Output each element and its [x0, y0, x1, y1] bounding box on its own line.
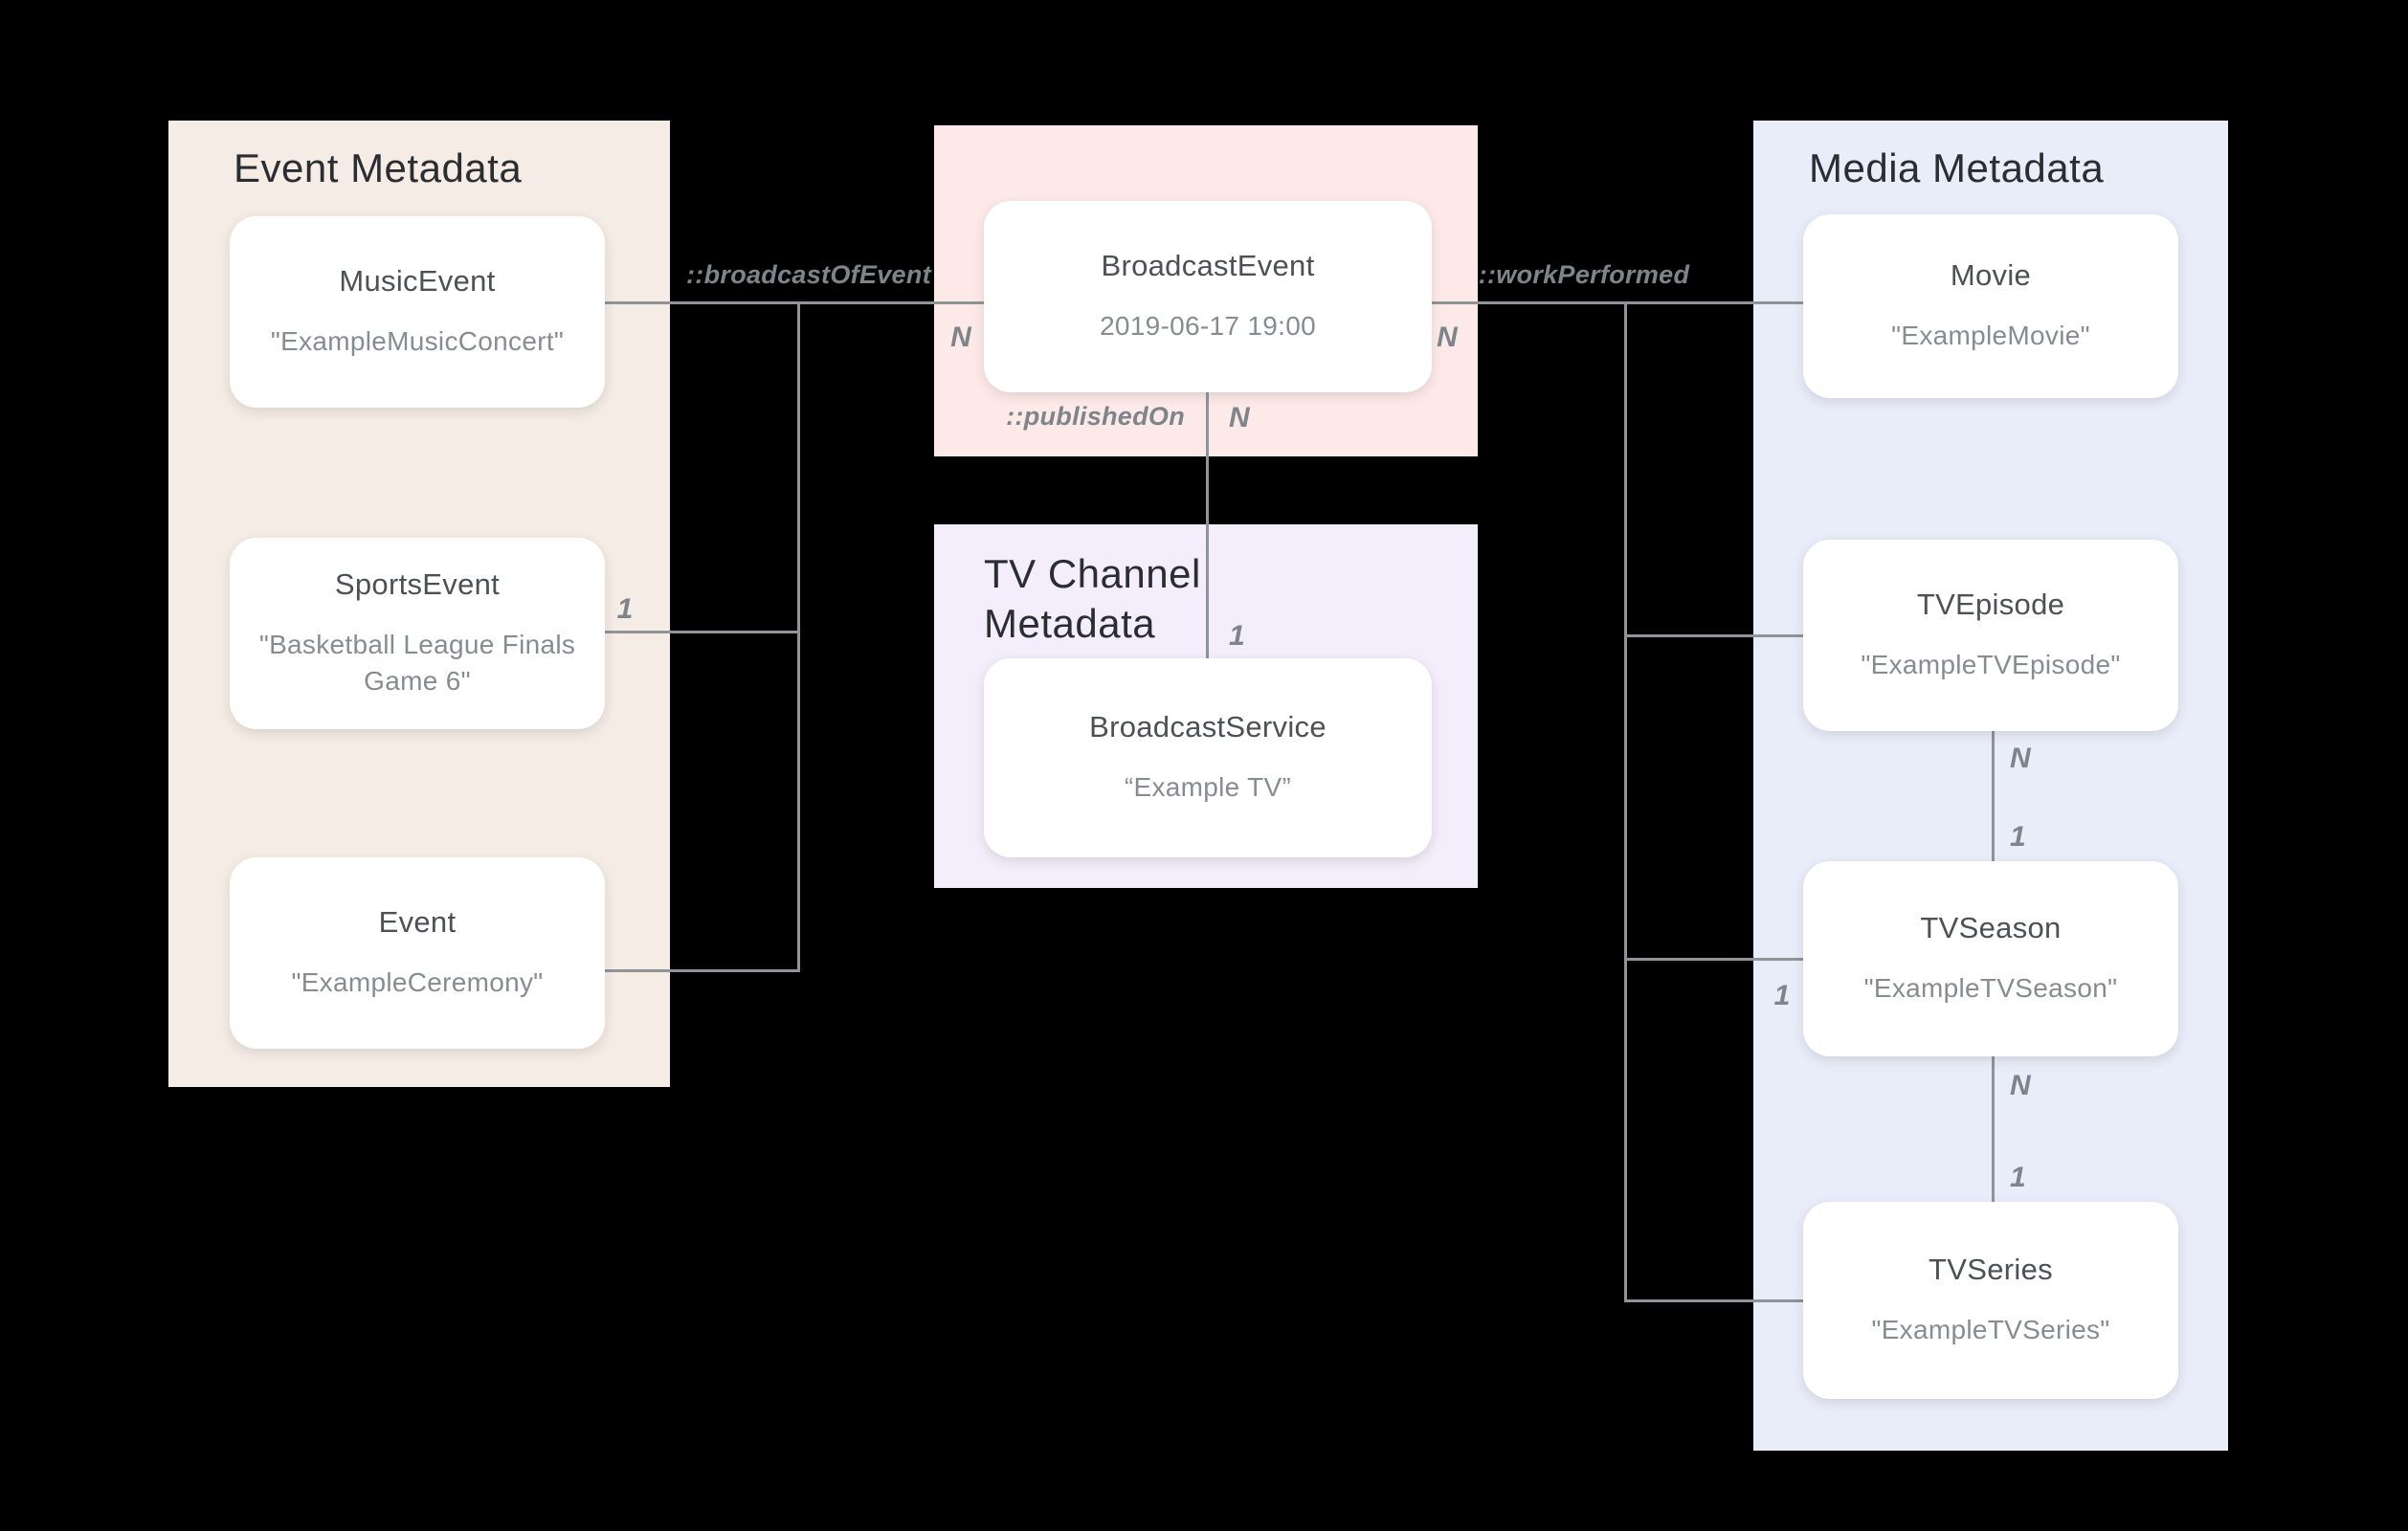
- card-subtitle: "ExampleTVSeries": [1871, 1315, 2110, 1344]
- card-subtitle: "ExampleMusicConcert": [270, 326, 565, 356]
- tv-season-card: TVSeason "ExampleTVSeason": [1803, 861, 2178, 1056]
- card-title: SportsEvent: [334, 567, 501, 601]
- multiplicity-season-series-n: N: [2010, 1070, 2031, 1101]
- card-title: MusicEvent: [339, 264, 496, 298]
- card-title: Event: [378, 905, 457, 939]
- music-event-card: MusicEvent "ExampleMusicConcert": [230, 216, 605, 408]
- card-subtitle: 2019-06-17 19:00: [1100, 311, 1316, 341]
- card-subtitle: "Basketball League Finals Game 6": [258, 630, 576, 696]
- edge-media-connector-vertical: [1624, 301, 1627, 1302]
- edge-work-performed-line: [1432, 301, 1803, 304]
- edge-tv-season-stub: [1624, 958, 1803, 961]
- multiplicity-broadcast-event-left: N: [950, 322, 971, 353]
- card-title: TVEpisode: [1916, 588, 2065, 621]
- work-performed-label: ::workPerformed: [1478, 260, 1690, 289]
- card-subtitle: "ExampleTVEpisode": [1861, 650, 2121, 679]
- edge-tv-episode-stub: [1624, 634, 1803, 637]
- edge-sports-event-stub: [605, 631, 797, 633]
- card-title: BroadcastEvent: [1101, 249, 1315, 282]
- multiplicity-sports-event-1: 1: [616, 593, 634, 625]
- card-subtitle: "ExampleTVSeason": [1863, 973, 2118, 1003]
- broadcast-service-card: BroadcastService “Example TV”: [984, 658, 1432, 857]
- multiplicity-episode-season-n: N: [2010, 743, 2031, 774]
- multiplicity-season-series-1: 1: [2010, 1162, 2026, 1193]
- edge-event-connector-vertical: [797, 301, 800, 972]
- card-title: TVSeason: [1920, 911, 2062, 944]
- broadcast-event-card: BroadcastEvent 2019-06-17 19:00: [984, 201, 1432, 392]
- edge-event-stub: [605, 969, 800, 972]
- card-title: BroadcastService: [1089, 710, 1327, 743]
- card-title: Movie: [1950, 258, 2032, 292]
- event-card: Event "ExampleCeremony": [230, 857, 605, 1049]
- multiplicity-published-on-n: N: [1229, 402, 1250, 433]
- card-subtitle: "ExampleMovie": [1891, 321, 2090, 350]
- broadcast-of-event-label: ::broadcastOfEvent: [686, 260, 931, 289]
- event-metadata-title: Event Metadata: [234, 145, 523, 190]
- tv-series-card: TVSeries "ExampleTVSeries": [1803, 1202, 2178, 1399]
- multiplicity-tv-season-left-1: 1: [1773, 980, 1791, 1011]
- multiplicity-episode-season-1: 1: [2010, 821, 2026, 853]
- tv-episode-card: TVEpisode "ExampleTVEpisode": [1803, 540, 2178, 731]
- published-on-label: ::publishedOn: [1006, 402, 1185, 431]
- edge-tv-series-stub: [1624, 1299, 1803, 1302]
- card-title: TVSeries: [1929, 1253, 2053, 1286]
- edge-broadcast-of-event-line: [605, 301, 984, 304]
- tv-channel-metadata-title: TV Channel Metadata: [984, 551, 1201, 646]
- multiplicity-broadcast-service-1: 1: [1229, 620, 1245, 652]
- card-subtitle: “Example TV”: [1124, 772, 1292, 802]
- movie-card: Movie "ExampleMovie": [1803, 214, 2178, 398]
- card-subtitle: "ExampleCeremony": [291, 967, 544, 997]
- sports-event-card: SportsEvent "Basketball League Finals Ga…: [230, 538, 605, 729]
- edge-published-on-line: [1206, 392, 1209, 658]
- multiplicity-broadcast-event-right: N: [1437, 322, 1458, 353]
- edge-episode-season-line: [1992, 731, 1995, 861]
- edge-season-series-line: [1992, 1056, 1995, 1202]
- media-metadata-title: Media Metadata: [1809, 145, 2105, 190]
